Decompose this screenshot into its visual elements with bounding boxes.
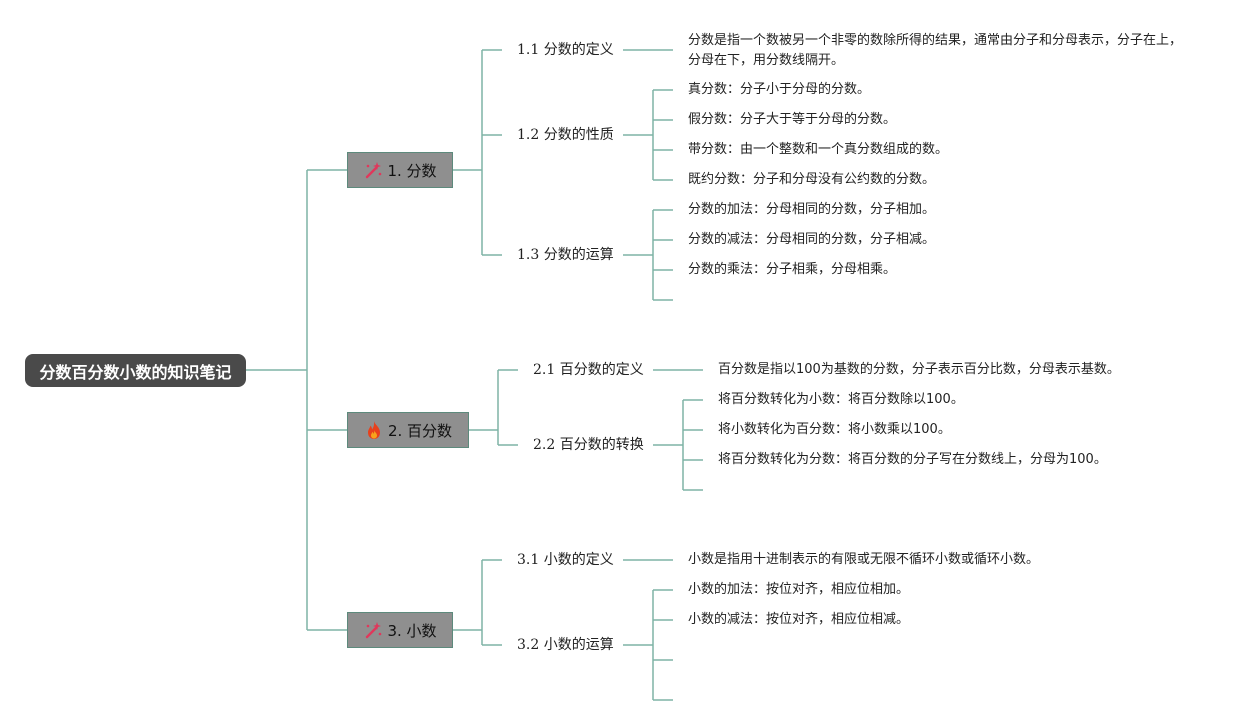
leaf-text: 分数的加法：分母相同的分数，分子相加。 bbox=[688, 202, 936, 217]
magic-wand-icon bbox=[363, 160, 383, 180]
leaf-text: 既约分数：分子和分母没有公约数的分数。 bbox=[688, 172, 936, 187]
sub-label-2-2[interactable]: 2.2 百分数的转换 bbox=[533, 437, 644, 453]
leaf-text: 分数的乘法：分子相乘，分母相乘。 bbox=[688, 262, 897, 277]
sub-label-3-2[interactable]: 3.2 小数的运算 bbox=[517, 637, 614, 653]
section-node-percent[interactable]: 2. 百分数 bbox=[347, 412, 469, 448]
leaf-text: 假分数：分子大于等于分母的分数。 bbox=[688, 112, 897, 127]
sub-label-3-1[interactable]: 3.1 小数的定义 bbox=[517, 552, 614, 568]
section-node-fraction[interactable]: 1. 分数 bbox=[347, 152, 453, 188]
root-node[interactable]: 分数百分数小数的知识笔记 bbox=[25, 354, 246, 387]
leaf-text: 将小数转化为百分数：将小数乘以100。 bbox=[718, 422, 951, 437]
leaf-text: 真分数：分子小于分母的分数。 bbox=[688, 82, 871, 97]
leaf-text: 分数是指一个数被另一个非零的数除所得的结果，通常由分子和分母表示，分子在上，分母… bbox=[688, 33, 1183, 68]
section-label: 2. 百分数 bbox=[387, 421, 453, 440]
sub-label-1-3[interactable]: 1.3 分数的运算 bbox=[517, 247, 614, 263]
section-label: 3. 小数 bbox=[387, 621, 437, 640]
sub-label-2-1[interactable]: 2.1 百分数的定义 bbox=[533, 362, 644, 378]
leaf-text: 将百分数转化为小数：将百分数除以100。 bbox=[718, 392, 964, 407]
leaf-text: 小数的加法：按位对齐，相应位相加。 bbox=[688, 582, 910, 597]
leaf-text: 小数是指用十进制表示的有限或无限不循环小数或循环小数。 bbox=[688, 552, 1040, 567]
leaf-text: 分数的减法：分母相同的分数，分子相减。 bbox=[688, 232, 936, 247]
leaf-text: 带分数：由一个整数和一个真分数组成的数。 bbox=[688, 142, 949, 157]
leaf-text: 百分数是指以100为基数的分数，分子表示百分比数，分母表示基数。 bbox=[718, 362, 1120, 377]
root-label: 分数百分数小数的知识笔记 bbox=[39, 362, 232, 382]
magic-wand-icon bbox=[363, 620, 383, 640]
leaf-text: 将百分数转化为分数：将百分数的分子写在分数线上，分母为100。 bbox=[718, 452, 1107, 467]
sub-label-1-2[interactable]: 1.2 分数的性质 bbox=[517, 127, 614, 143]
sub-label-1-1[interactable]: 1.1 分数的定义 bbox=[517, 42, 614, 58]
section-label: 1. 分数 bbox=[387, 161, 437, 180]
leaf-text: 小数的减法：按位对齐，相应位相减。 bbox=[688, 612, 910, 627]
section-node-decimal[interactable]: 3. 小数 bbox=[347, 612, 453, 648]
fire-icon bbox=[364, 420, 384, 440]
